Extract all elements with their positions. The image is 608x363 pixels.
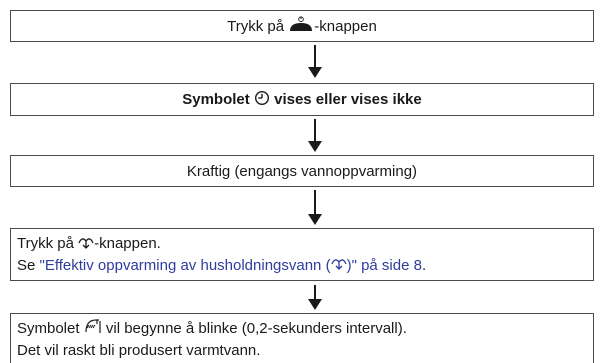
- flow-arrow-4: [308, 285, 322, 310]
- step-5-line-1: Symbolet vil begynne å blinke (0,2-sekun…: [17, 318, 587, 340]
- flow-arrow-1: [308, 45, 322, 78]
- flow-arrow-2: [308, 119, 322, 152]
- step-4-line-2-prefix: Se: [17, 256, 40, 274]
- step-5-line-2: Det vil raskt bli produsert varmtvann.: [17, 342, 261, 360]
- step-3-box: Kraftig (engangs vannoppvarming): [10, 155, 594, 187]
- step-3-text: Kraftig (engangs vannoppvarming): [186, 162, 418, 180]
- step-4-line-2: Se "Effektiv oppvarming av husholdningsv…: [17, 255, 587, 277]
- step-4-line-2-suffix: .: [421, 256, 427, 274]
- step-1-text-before: Trykk på: [227, 17, 289, 35]
- efficient-heating-icon: [330, 255, 347, 276]
- reference-link[interactable]: "Effektiv oppvarming av husholdningsvann…: [40, 257, 422, 274]
- step-5-line-1-before: Symbolet: [17, 320, 84, 337]
- hot-water-shower-icon: [84, 318, 102, 340]
- step-4-line-1-after: -knappen.: [94, 235, 161, 252]
- step-2-text-before: Symbolet: [182, 91, 254, 108]
- power-button-icon: [288, 16, 314, 36]
- step-5-box: Symbolet vil begynne å blinke (0,2-sekun…: [10, 313, 594, 363]
- step-2-box: Symbolet vises eller vises ikke: [10, 83, 594, 116]
- reference-link-text-1: "Effektiv oppvarming av husholdningsvann…: [39, 256, 331, 274]
- step-1-text-after: -knappen: [314, 17, 377, 35]
- step-2-text-after: vises eller vises ikke: [269, 91, 422, 108]
- efficient-heating-icon: [78, 234, 94, 255]
- step-4-box: Trykk på -knappen. Se "Effektiv oppvarmi…: [10, 228, 594, 281]
- timer-clock-icon: [254, 90, 270, 110]
- flow-arrow-3: [308, 190, 322, 225]
- step-5-line-1-after: vil begynne å blinke (0,2-sekunders inte…: [101, 320, 407, 337]
- reference-link-text-2: )" på side 8: [346, 256, 422, 274]
- step-1-box: Trykk på -knappen: [10, 10, 594, 42]
- step-4-line-1: Trykk på -knappen.: [17, 233, 587, 255]
- step-4-line-1-before: Trykk på: [17, 235, 79, 252]
